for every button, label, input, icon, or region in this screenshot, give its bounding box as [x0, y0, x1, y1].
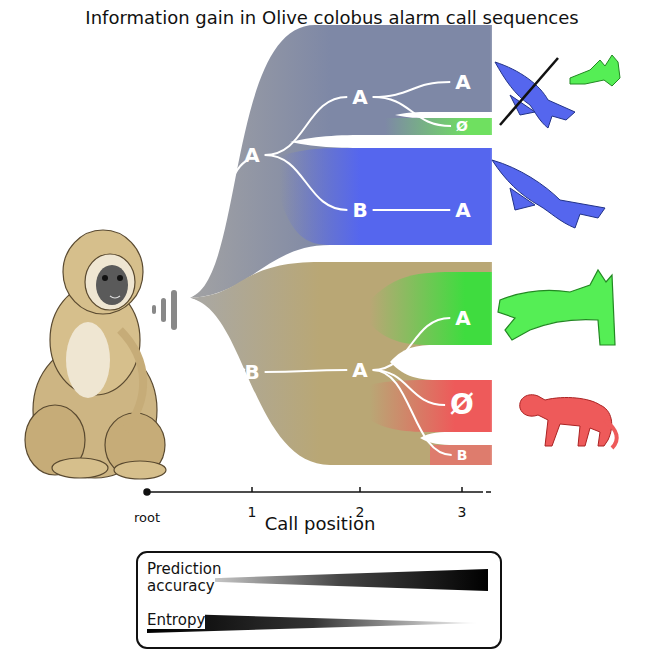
- monkey-figure: [25, 230, 166, 479]
- tree-branch: [373, 370, 445, 405]
- call-letter: Ø: [450, 391, 474, 419]
- branch-icon: [570, 55, 620, 86]
- red-band: [370, 380, 492, 432]
- band-gap: [395, 112, 492, 118]
- call-node: A: [451, 198, 474, 222]
- call-node: Ø: [452, 117, 472, 135]
- call-node: A: [240, 143, 263, 167]
- call-letter: A: [244, 145, 259, 165]
- axis-label: 1: [248, 503, 257, 521]
- tree-branch: [373, 370, 452, 455]
- call-node: B: [348, 198, 371, 222]
- tree-branch: [373, 209, 451, 211]
- eagle-icon: [492, 160, 605, 228]
- legend-item: Entropy: [147, 612, 257, 629]
- call-node: A: [348, 85, 371, 109]
- axis-label: root: [134, 508, 160, 526]
- tree-branch: [265, 155, 348, 210]
- call-letter: A: [455, 72, 470, 92]
- green-band: [380, 118, 492, 135]
- band-gap: [420, 432, 492, 445]
- axis-text: 1: [248, 504, 257, 520]
- band-gap: [290, 135, 492, 148]
- axis-text: 3: [458, 504, 467, 520]
- red-band: [430, 445, 492, 465]
- tree-branch: [265, 97, 348, 155]
- tree-branch: [373, 318, 451, 370]
- axis: [144, 487, 492, 495]
- title-text: Information gain in Olive colobus alarm …: [85, 7, 578, 28]
- sound-icon: [152, 290, 177, 330]
- leopard-icon: [520, 395, 617, 448]
- axis-label: Call position: [265, 514, 376, 534]
- tree-branch: [373, 97, 451, 126]
- tree-branch: [265, 370, 348, 372]
- call-letter: A: [455, 200, 470, 220]
- legend-text: Prediction accuracy: [147, 560, 222, 595]
- axis-text: root: [134, 510, 160, 525]
- title: Information gain in Olive colobus alarm …: [0, 8, 664, 28]
- call-letter: Ø: [456, 119, 468, 133]
- axis-label: 3: [458, 503, 467, 521]
- call-letter: A: [352, 360, 367, 380]
- call-letter: A: [352, 87, 367, 107]
- axis-text: Call position: [265, 513, 376, 534]
- call-node: A: [451, 306, 474, 330]
- band-fade: [488, 20, 502, 470]
- call-node: A: [451, 70, 474, 94]
- legend-text: Entropy: [147, 611, 205, 629]
- legend-item: Prediction accuracy: [147, 561, 257, 594]
- tree-line: [185, 160, 248, 298]
- call-letter: B: [244, 362, 259, 382]
- upper-band: [185, 25, 492, 298]
- call-letter: B: [457, 448, 468, 462]
- tree-line: [185, 298, 245, 370]
- slash-line: [500, 58, 558, 125]
- branch-icon: [498, 270, 615, 345]
- call-node: Ø: [446, 389, 478, 421]
- legend-box: [137, 552, 501, 648]
- blue-band: [270, 148, 492, 245]
- tree-branch: [373, 82, 451, 97]
- band-gap: [390, 345, 492, 380]
- call-node: A: [348, 358, 371, 382]
- lower-band: [185, 262, 492, 465]
- call-letter: A: [455, 308, 470, 328]
- call-node: B: [240, 360, 263, 384]
- call-letter: B: [352, 200, 367, 220]
- call-node: B: [453, 446, 472, 464]
- green-band: [360, 272, 492, 345]
